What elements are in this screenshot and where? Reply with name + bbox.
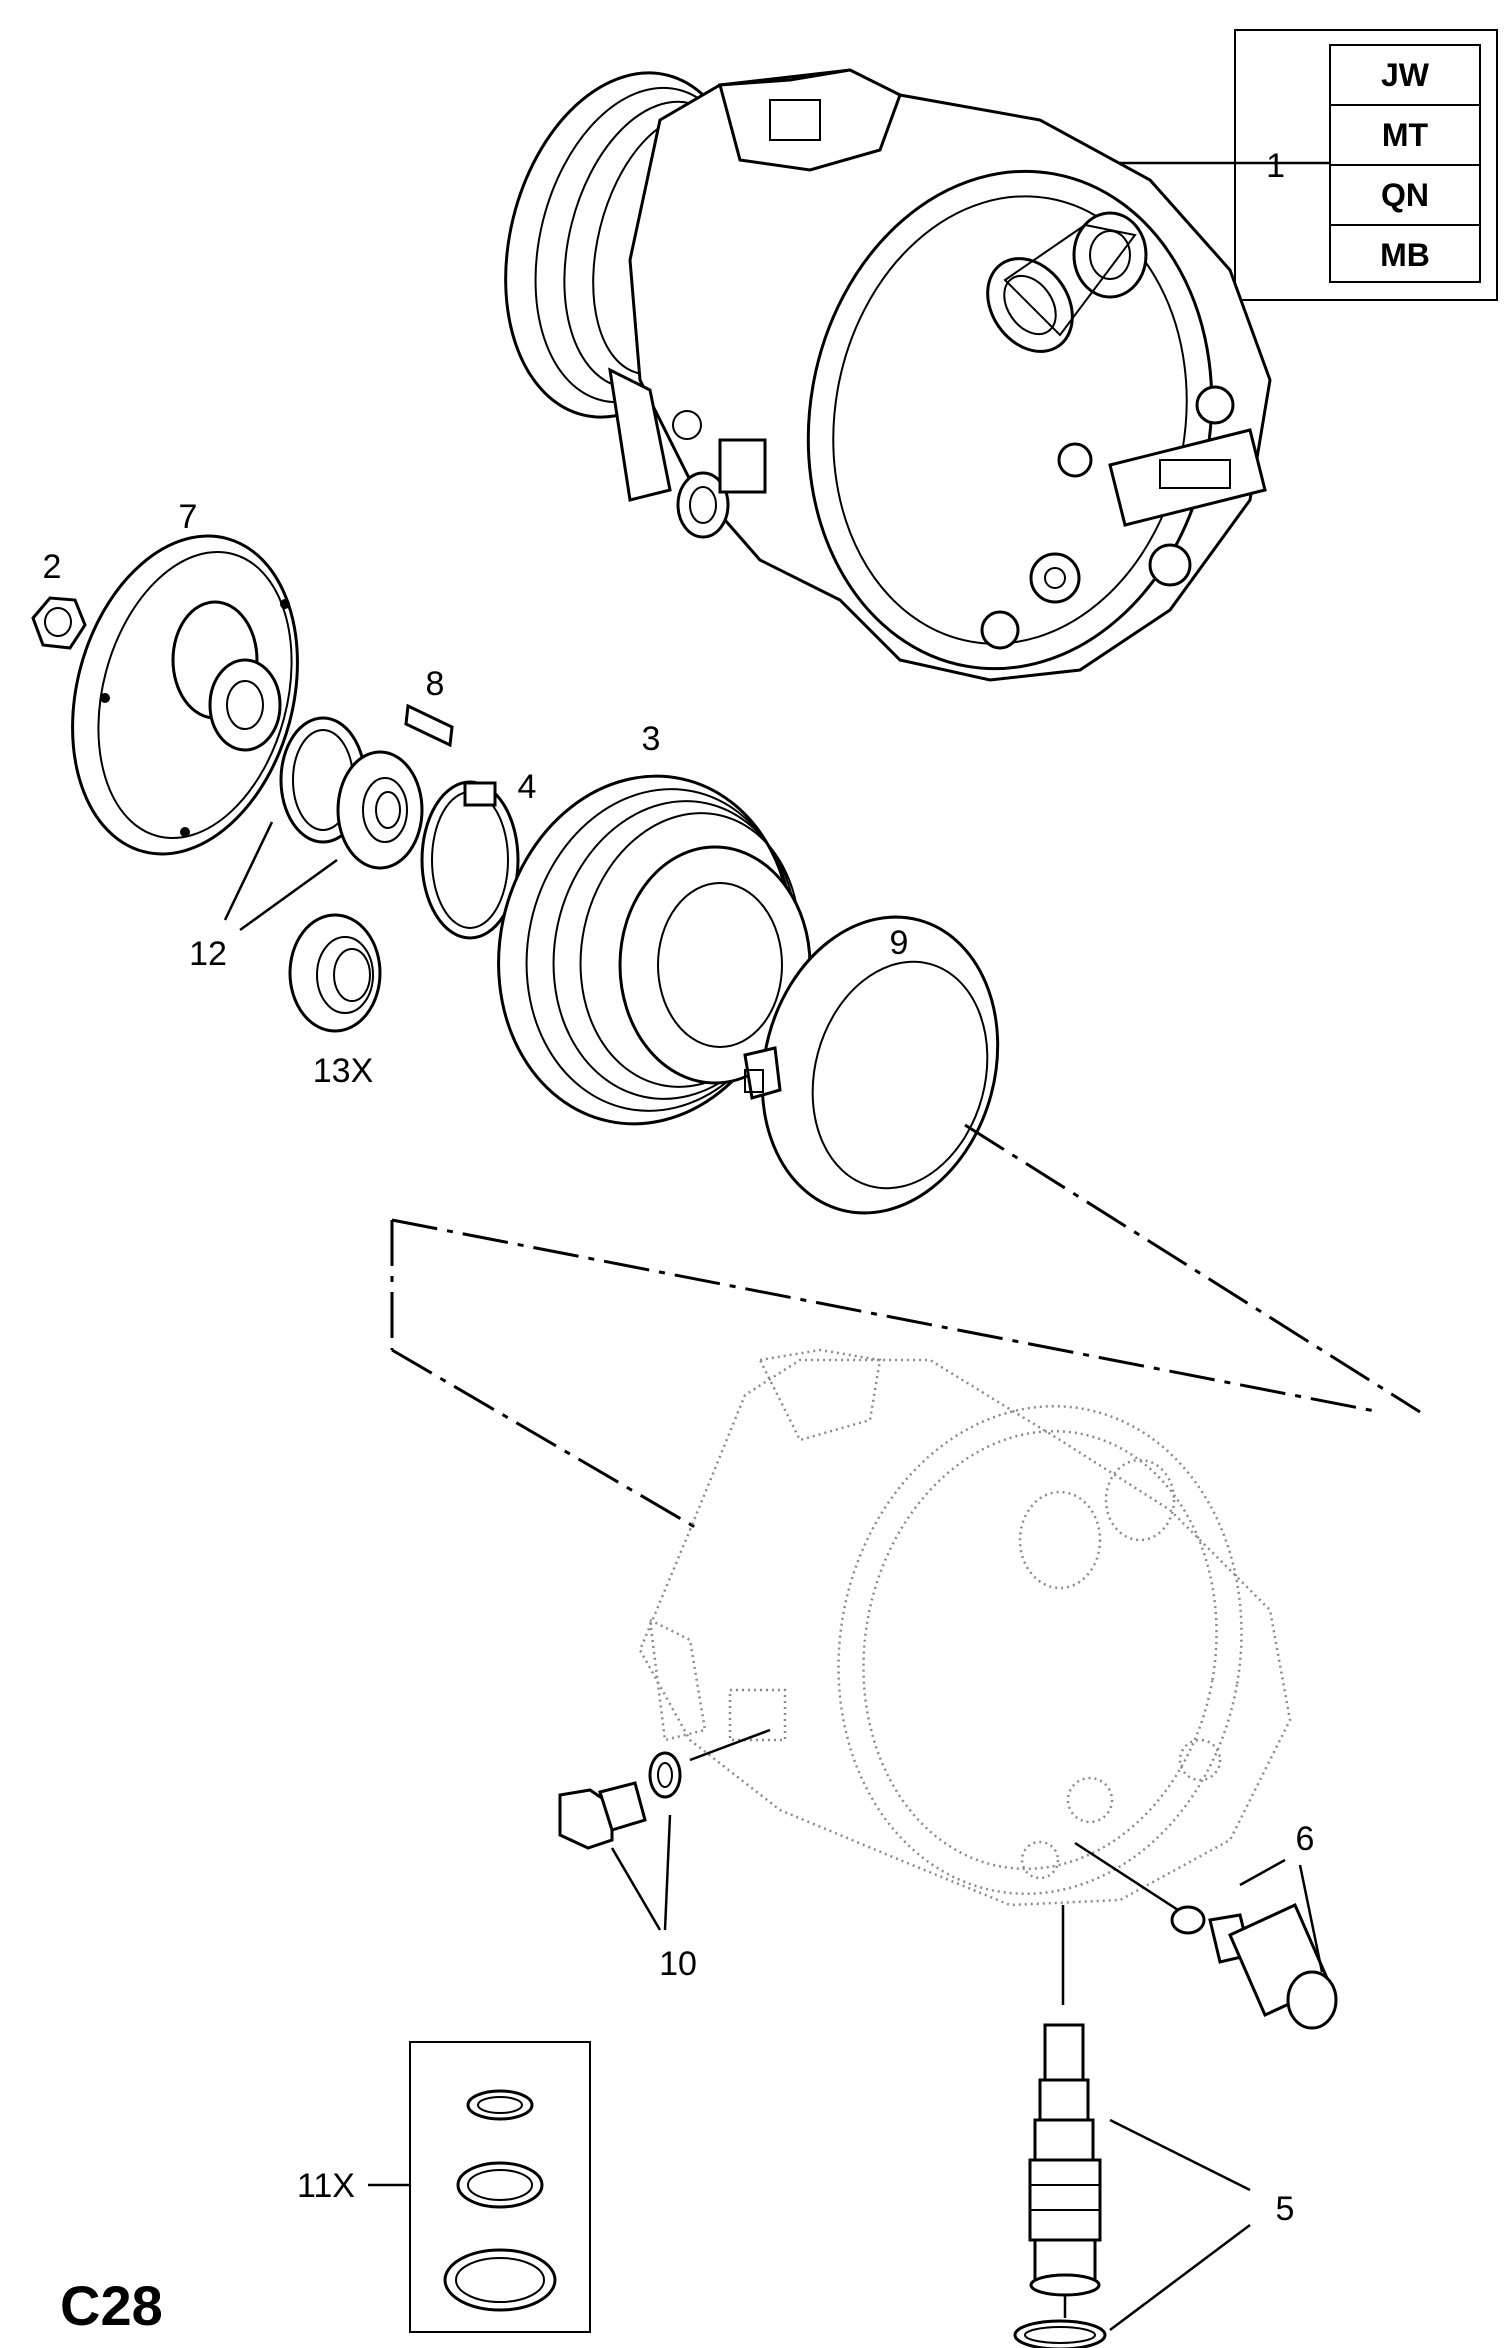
- variant-code-mb: MB: [1380, 237, 1430, 273]
- construction-lines: [390, 1123, 1421, 1532]
- callout-1: 1: [1266, 147, 1285, 185]
- part-9-field-coil: 9: [743, 915, 1000, 1215]
- callout-8: 8: [426, 665, 445, 703]
- callout-5: 5: [1276, 2190, 1295, 2228]
- variant-code-mt: MT: [1382, 117, 1429, 153]
- part-8-key: 8: [404, 665, 454, 748]
- compressor-assembly: [504, 68, 1272, 682]
- callout-7: 7: [179, 498, 198, 536]
- part-11x-oring-kit: 11X: [297, 2041, 591, 2333]
- variant-code-jw: JW: [1381, 57, 1430, 93]
- variant-code-box: JW MT QN MB 1: [1025, 29, 1498, 301]
- part-7-clutch-plate: 7: [71, 498, 299, 856]
- part-2-nut: 2: [31, 548, 87, 650]
- part-3-pulley: 3: [497, 720, 812, 1126]
- part-10-plug-and-washer: 10: [558, 1728, 771, 1983]
- variant-code-qn: QN: [1381, 177, 1429, 213]
- callout-12: 12: [189, 935, 227, 973]
- callout-2: 2: [43, 548, 62, 586]
- callout-4: 4: [518, 768, 537, 806]
- sheet-code: C28: [60, 2274, 163, 2337]
- callout-10: 10: [659, 1945, 697, 1983]
- part-4-circlip: 4: [420, 768, 537, 940]
- part-5-valve-and-circlip: 5: [1013, 1905, 1295, 2348]
- part-6-pressure-switch: 6: [1074, 1820, 1338, 2030]
- callout-13x: 13X: [313, 1052, 374, 1090]
- callout-3: 3: [642, 720, 661, 758]
- callout-9: 9: [890, 924, 909, 962]
- part-13x-shaft-seal: 13X: [288, 913, 382, 1090]
- callout-11x: 11X: [297, 2167, 355, 2205]
- part-12-seal-set: 12: [189, 716, 424, 973]
- callout-6: 6: [1296, 1820, 1315, 1858]
- compressor-reference-outline: [638, 1348, 1292, 1907]
